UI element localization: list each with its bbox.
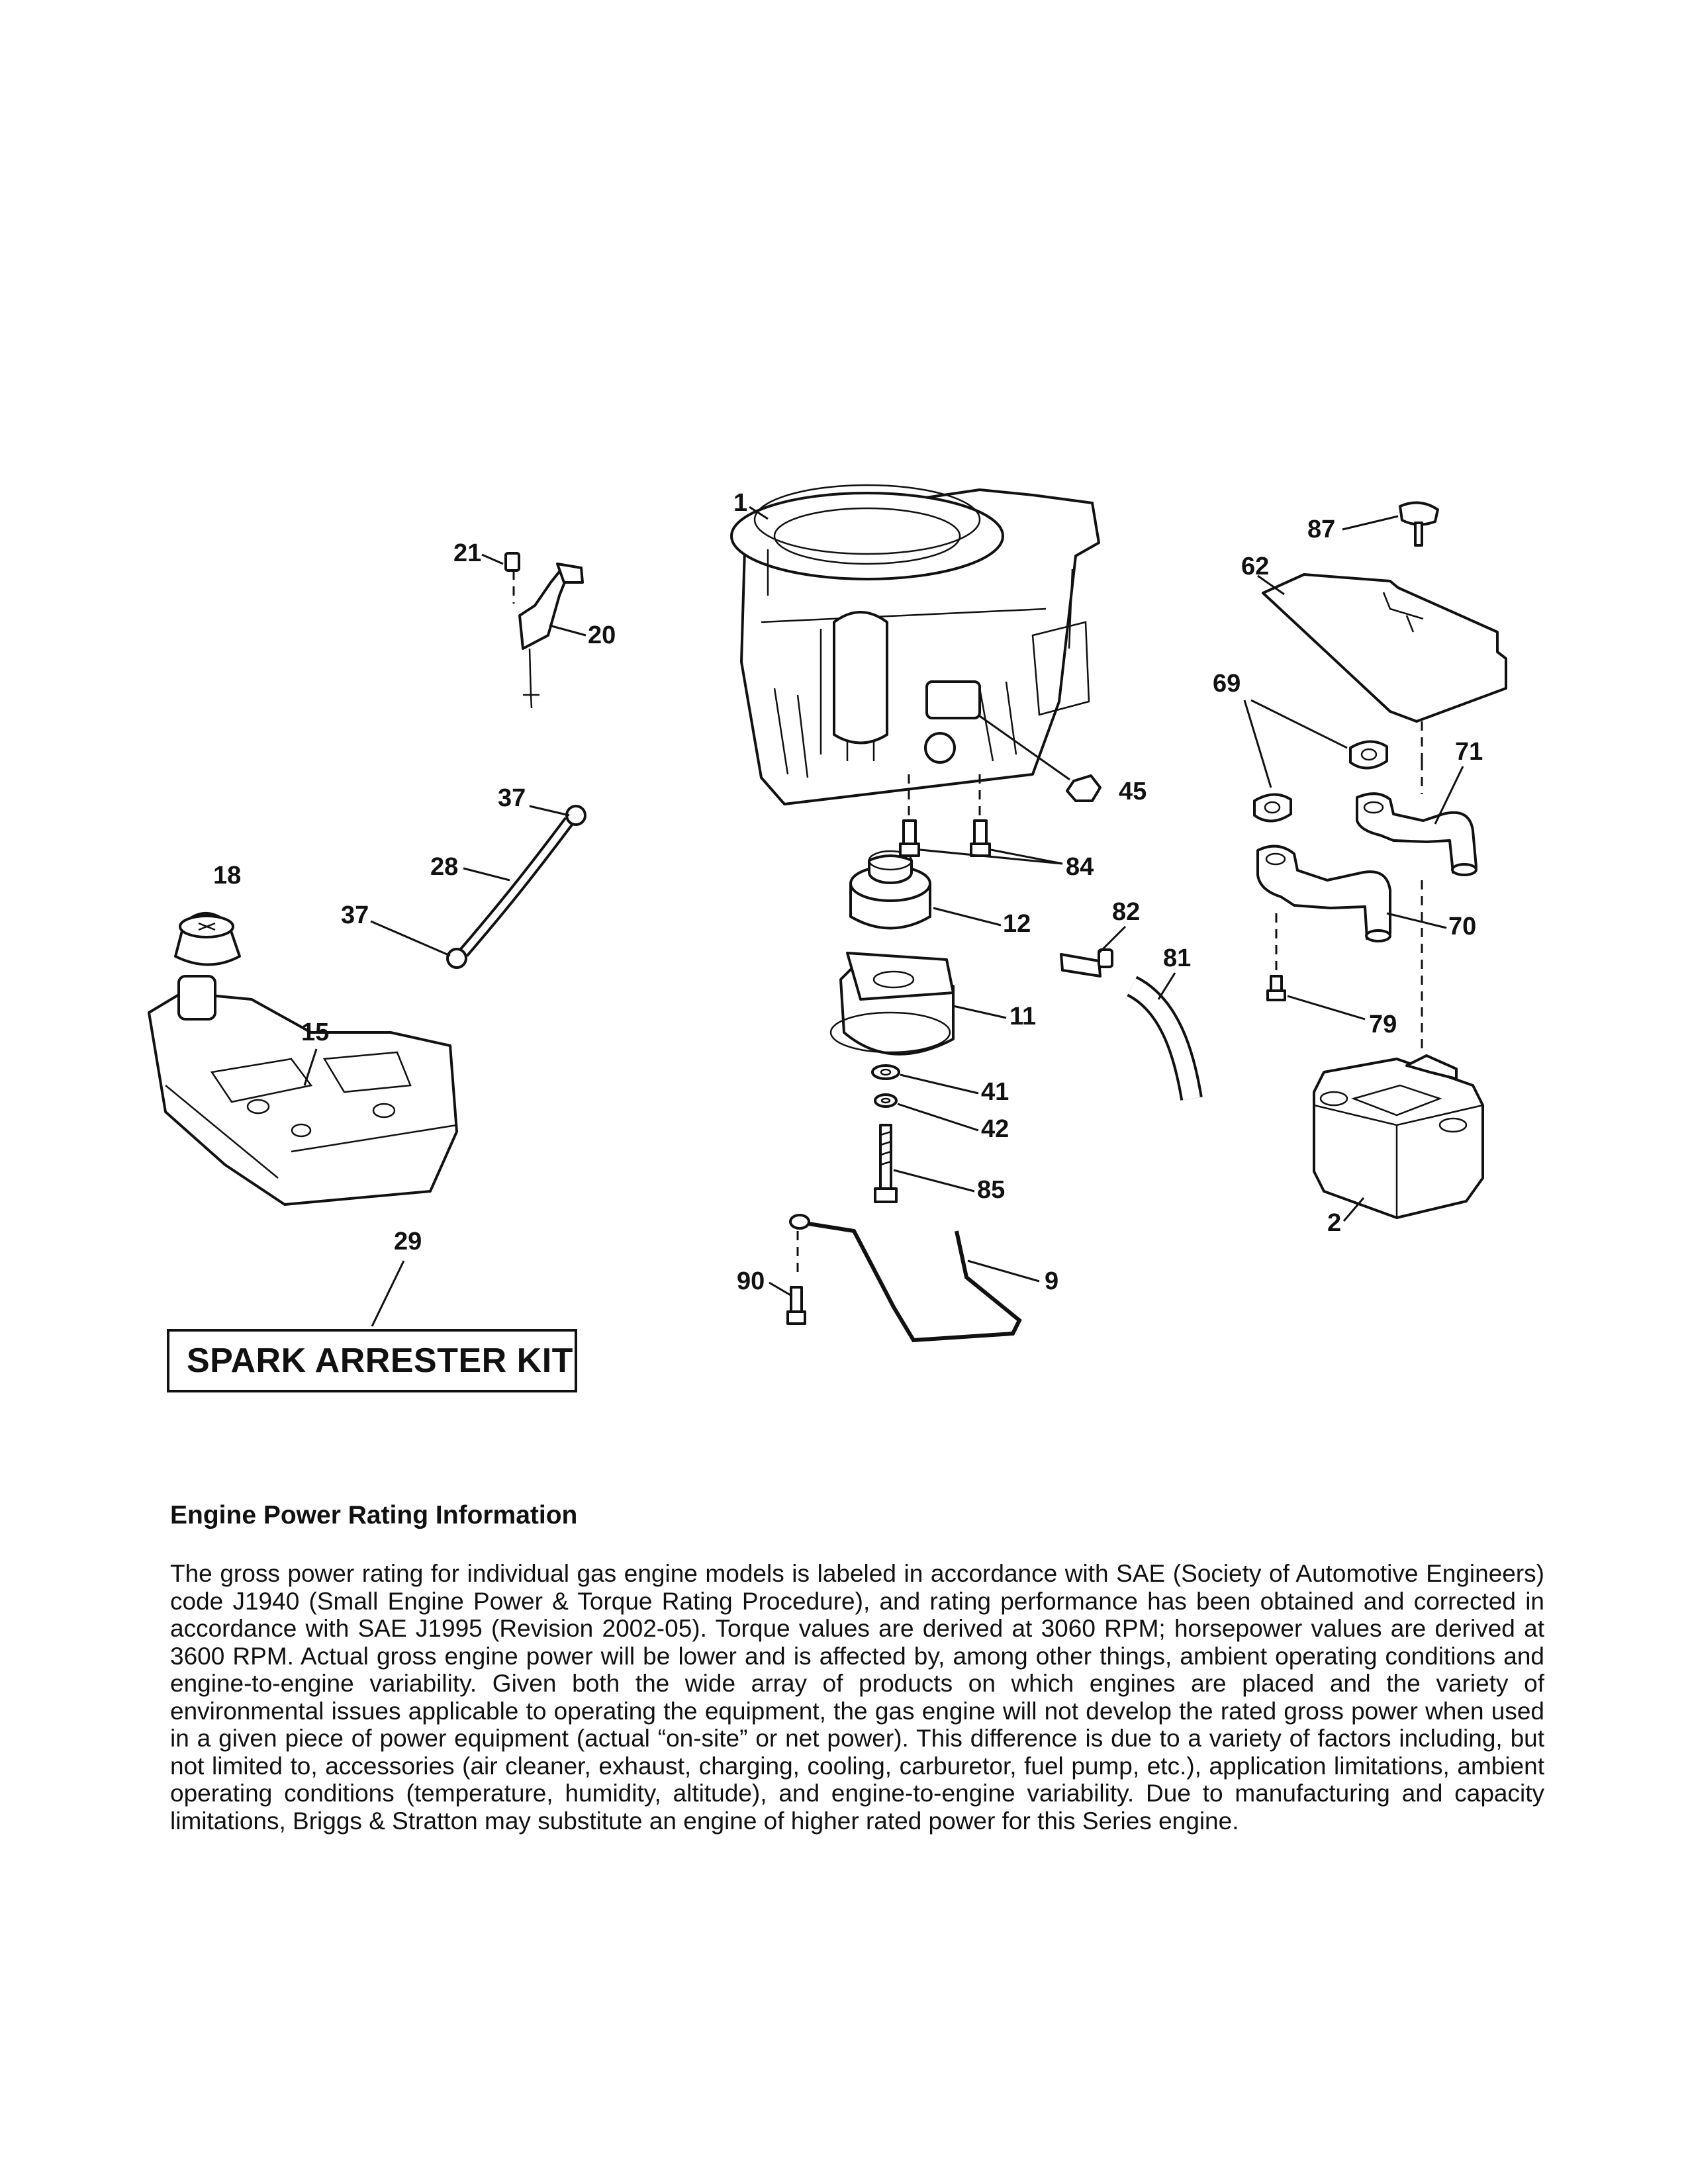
label-heat-shield: 62 (1241, 553, 1269, 580)
clutch-bolt-part (874, 1124, 898, 1203)
engine-part (730, 484, 1100, 841)
label-control-bolt: 21 (453, 539, 481, 567)
heat-shield-part (1262, 573, 1507, 723)
muffler-part (1313, 1054, 1484, 1219)
label-engine-bolts: 84 (1066, 853, 1094, 881)
label-clutch-bolt: 85 (977, 1176, 1005, 1204)
label-rod-bolt: 90 (737, 1267, 765, 1295)
fuel-line-part (446, 805, 586, 969)
label-engine: 1 (733, 489, 747, 517)
label-throttle-control: 20 (588, 621, 616, 649)
clutch-part (829, 952, 955, 1056)
label-fuel-tank: 15 (301, 1019, 329, 1046)
label-shield-knob: 87 (1307, 516, 1335, 543)
label-muffler-bolt: 79 (1369, 1011, 1397, 1038)
label-clamp-top: 37 (498, 784, 526, 812)
label-washer: 41 (981, 1078, 1009, 1106)
label-spark-kit: 29 (394, 1228, 422, 1255)
exhaust-pipe-right-part (1256, 844, 1391, 942)
label-clutch: 11 (1009, 1003, 1036, 1030)
exploded-parts-diagram: 1 21 20 37 28 37 18 15 (148, 484, 1507, 1343)
info-title: Engine Power Rating Information (170, 1501, 578, 1529)
fuel-tank-part (148, 975, 458, 1206)
exhaust-pipe-left-part (1356, 792, 1477, 876)
label-clamp-bottom: 37 (341, 901, 369, 929)
spark-arrester-kit-box: SPARK ARRESTER KIT (167, 1329, 577, 1392)
stabilizer-rod-part (789, 1214, 1022, 1343)
spark-arrester-kit-label: SPARK ARRESTER KIT (187, 1342, 573, 1380)
muffler-bolt-part (1266, 975, 1286, 1001)
label-pulley: 12 (1003, 910, 1031, 938)
label-lock-washer: 42 (981, 1115, 1009, 1143)
label-fuel-line: 28 (430, 853, 458, 881)
label-drain-valve: 82 (1112, 898, 1140, 926)
fuel-cap-part (174, 912, 241, 966)
drain-valve-part (1060, 948, 1113, 978)
throttle-control-part (504, 552, 584, 709)
engine-bolts-part (899, 819, 991, 857)
breather-hose-part (1126, 976, 1203, 1101)
label-nut: 45 (1119, 778, 1147, 805)
label-exhaust-pipe-left: 71 (1455, 738, 1483, 766)
shield-knob-part (1399, 501, 1439, 547)
label-stabilizer-rod: 9 (1045, 1267, 1058, 1295)
info-body: The gross power rating for individual ga… (170, 1560, 1544, 1835)
label-breather-hose: 81 (1163, 944, 1191, 972)
label-exhaust-pipe-right: 70 (1448, 913, 1476, 940)
label-fuel-cap: 18 (213, 862, 241, 889)
washers-part (871, 1064, 900, 1108)
rod-bolt-part (786, 1231, 806, 1325)
label-muffler: 2 (1327, 1209, 1341, 1237)
pulley-part (849, 850, 931, 930)
label-gasket: 69 (1213, 670, 1241, 698)
gasket-part (1253, 740, 1388, 823)
nut-part (1066, 774, 1102, 802)
